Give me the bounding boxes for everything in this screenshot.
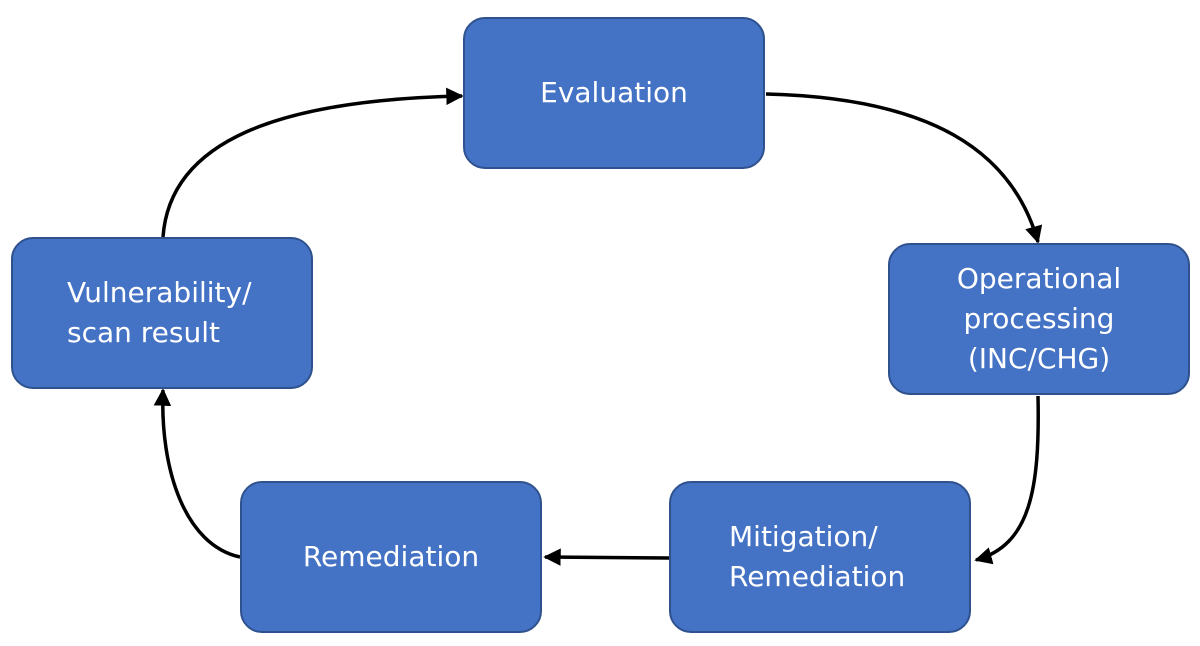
node-vulnerability-scan-result: Vulnerability/ scan result [11, 237, 313, 389]
node-label: Operational processing (INC/CHG) [956, 262, 1122, 375]
node-label: Remediation [302, 540, 480, 573]
edge-remediation-to-vulnerability [153, 388, 241, 559]
edge-operational-to-mitigation [974, 395, 1040, 565]
node-label: Vulnerability/ scan result [67, 276, 252, 349]
edge-vulnerability-to-evaluation [161, 87, 464, 238]
edge-mitigation-to-remediation [543, 548, 670, 566]
node-operational-processing: Operational processing (INC/CHG) [888, 243, 1190, 395]
node-mitigation-remediation: Mitigation/ Remediation [669, 481, 971, 633]
node-label: Evaluation [540, 76, 688, 109]
node-evaluation: Evaluation [463, 17, 765, 169]
node-label: Mitigation/ Remediation [729, 520, 906, 593]
node-remediation: Remediation [240, 481, 542, 633]
edge-evaluation-to-operational [765, 92, 1043, 244]
